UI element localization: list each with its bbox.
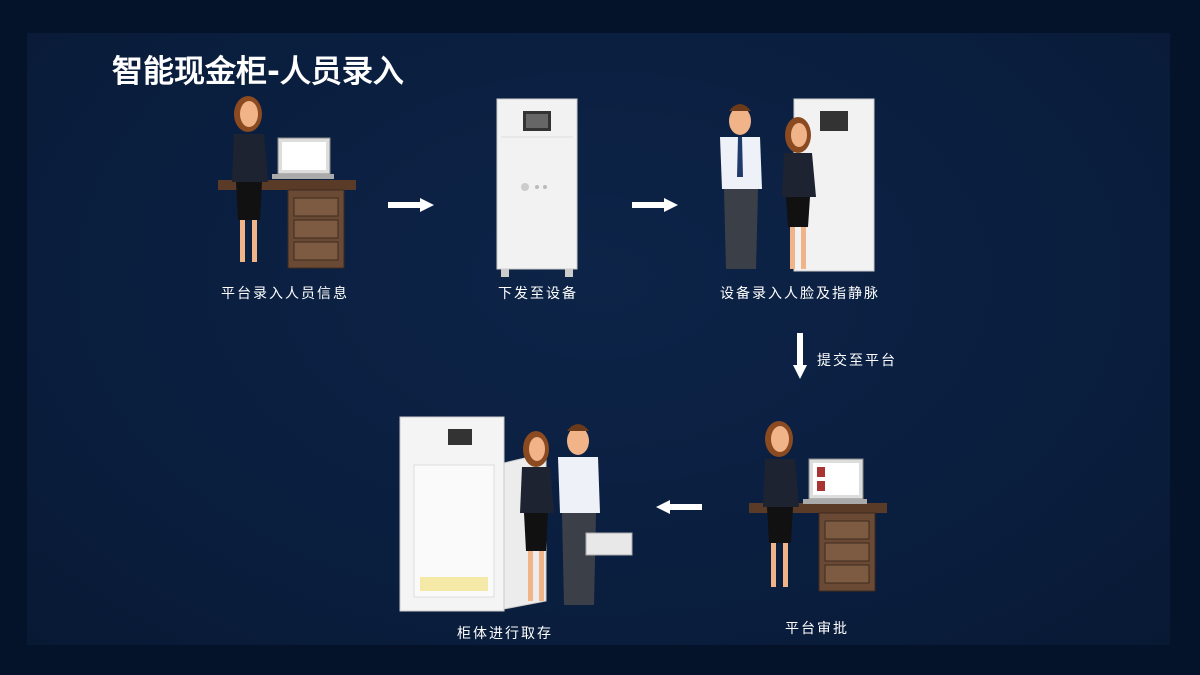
step-label-platform-entry: 平台录入人员信息: [221, 286, 349, 302]
submit-to-platform-label: 提交至平台: [817, 353, 897, 369]
step-label-dispatch-device: 下发至设备: [498, 286, 578, 302]
step-label-platform-approval: 平台审批: [785, 621, 849, 637]
cash-cabinet-illustration: [496, 98, 578, 277]
open-cabinet-access-illustration: [399, 416, 633, 612]
woman-approving-at-desk-illustration: [749, 421, 887, 592]
arrow-right-icon: [632, 198, 678, 212]
step-label-cabinet-access: 柜体进行取存: [457, 626, 553, 642]
arrow-down-icon: [793, 333, 807, 379]
enrollment-at-cabinet-illustration: [720, 98, 875, 272]
arrow-left-icon: [656, 500, 702, 514]
woman-at-desk-illustration: [218, 96, 356, 269]
step-label-face-vein-enrollment: 设备录入人脸及指静脉: [720, 286, 880, 302]
page-title: 智能现金柜-人员录入: [112, 54, 404, 90]
arrow-right-icon: [388, 198, 434, 212]
